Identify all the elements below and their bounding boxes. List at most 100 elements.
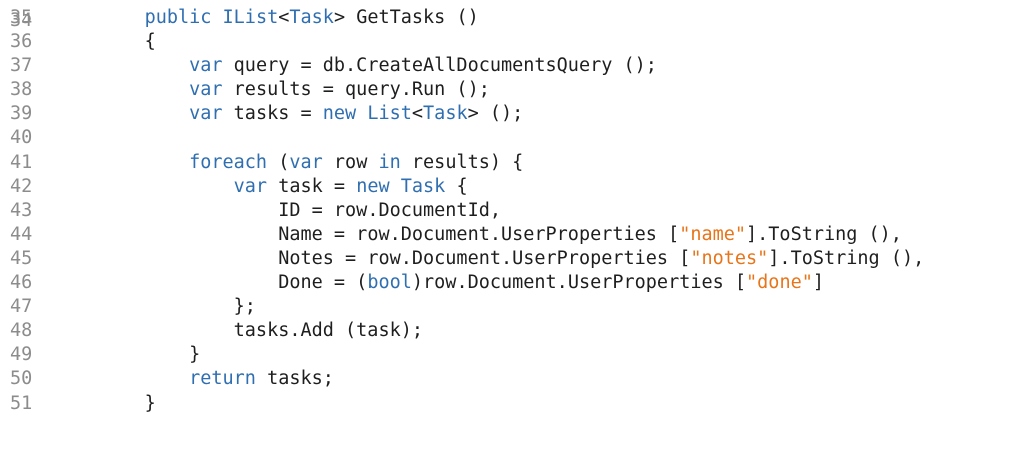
code-line: 35 public IList<Task> GetTasks () xyxy=(0,6,1024,30)
code-token: { xyxy=(144,31,156,53)
code-line: 43 ID = row.DocumentId, xyxy=(0,199,1024,223)
code-keyword: new xyxy=(356,175,390,197)
code-text[interactable]: }; xyxy=(100,295,256,319)
code-token: tasks.Add (task); xyxy=(233,320,424,342)
code-text[interactable]: } xyxy=(100,392,156,416)
line-number: 39 xyxy=(10,103,33,125)
code-line: 42 var task = new Task { xyxy=(0,175,1024,199)
code-text[interactable]: tasks.Add (task); xyxy=(100,319,423,343)
code-indent xyxy=(100,296,234,317)
code-token: query = db.CreateAllDocumentsQuery (); xyxy=(222,55,657,77)
code-indent xyxy=(100,248,278,269)
code-token: ( xyxy=(267,151,290,173)
code-line: 38 var results = query.Run (); xyxy=(0,78,1024,102)
line-number: 40 xyxy=(10,127,33,149)
code-token: Notes = row.Document.UserProperties [ xyxy=(278,247,691,269)
line-number: 38 xyxy=(10,79,33,101)
code-token: } xyxy=(144,392,156,414)
code-token: ID = row.DocumentId, xyxy=(278,199,501,221)
code-string: "name" xyxy=(679,223,747,245)
code-keyword: bool xyxy=(367,272,412,294)
code-keyword: var xyxy=(289,151,323,173)
line-number: 51 xyxy=(10,392,33,414)
code-token: Name = row.Document.UserProperties [ xyxy=(278,223,680,245)
code-line: 41 foreach (var row in results) { xyxy=(0,151,1024,175)
code-text[interactable]: } xyxy=(100,343,200,367)
code-text[interactable]: ID = row.DocumentId, xyxy=(100,199,501,223)
code-token: < xyxy=(411,103,424,125)
code-text[interactable]: var query = db.CreateAllDocumentsQuery (… xyxy=(100,54,657,78)
code-indent xyxy=(100,272,278,293)
code-indent xyxy=(100,224,278,245)
code-indent xyxy=(100,368,189,389)
code-keyword: var xyxy=(189,55,223,77)
code-keyword: foreach xyxy=(189,151,268,173)
code-indent xyxy=(100,320,234,341)
code-token: results) { xyxy=(400,151,524,173)
code-text[interactable]: var results = query.Run (); xyxy=(100,78,490,102)
line-number: 50 xyxy=(10,368,33,390)
code-indent xyxy=(100,55,189,76)
line-number: 42 xyxy=(10,175,33,197)
code-token: }; xyxy=(233,296,256,318)
code-indent xyxy=(100,79,189,100)
line-number: 41 xyxy=(10,151,33,173)
code-token: > (); xyxy=(467,103,524,125)
code-keyword: new xyxy=(322,103,357,125)
code-lines: 35 public IList<Task> GetTasks ()36 {37 … xyxy=(0,6,1024,416)
code-text[interactable]: Name = row.Document.UserProperties ["nam… xyxy=(100,223,902,247)
code-keyword: var xyxy=(189,103,223,125)
code-string: "notes" xyxy=(690,247,769,269)
code-line: 37 var query = db.CreateAllDocumentsQuer… xyxy=(0,54,1024,78)
line-number: 46 xyxy=(10,272,33,294)
code-line: 45 Notes = row.Document.UserProperties [… xyxy=(0,247,1024,271)
code-text[interactable]: foreach (var row in results) { xyxy=(100,151,523,175)
code-keyword: var xyxy=(189,79,223,101)
code-token: ].ToString (), xyxy=(768,247,925,269)
code-text[interactable]: { xyxy=(100,30,156,54)
code-token: )row.Document.UserProperties [ xyxy=(411,272,747,294)
code-indent xyxy=(100,7,145,28)
code-text[interactable]: Notes = row.Document.UserProperties ["no… xyxy=(100,247,924,271)
code-text[interactable]: Done = (bool)row.Document.UserProperties… xyxy=(100,271,824,295)
code-line: 51 } xyxy=(0,392,1024,416)
code-token: } xyxy=(189,344,201,366)
code-token: Done = ( xyxy=(278,272,368,294)
code-keyword: public xyxy=(144,7,212,28)
code-type: List xyxy=(367,103,412,125)
code-indent xyxy=(100,200,278,221)
code-token: < xyxy=(278,7,290,28)
code-line-partial: 34 xyxy=(0,0,1024,31)
code-text[interactable]: var task = new Task { xyxy=(100,175,468,199)
line-number: 34 xyxy=(10,10,33,32)
line-number: 45 xyxy=(10,247,33,269)
line-number: 43 xyxy=(10,199,33,221)
code-token: ] xyxy=(812,272,824,294)
code-token: tasks; xyxy=(255,368,334,390)
code-indent xyxy=(100,152,189,173)
code-indent xyxy=(100,31,145,52)
line-number: 35 xyxy=(10,7,33,28)
code-indent xyxy=(100,393,145,414)
code-line: 49 } xyxy=(0,343,1024,367)
line-number: 49 xyxy=(10,344,33,366)
code-line: 36 { xyxy=(0,30,1024,54)
code-token xyxy=(356,103,367,124)
line-number: 36 xyxy=(10,31,33,53)
line-number: 44 xyxy=(10,223,33,245)
code-text[interactable]: return tasks; xyxy=(100,367,334,391)
code-type: Task xyxy=(400,175,446,197)
line-number: 37 xyxy=(10,55,33,77)
code-token xyxy=(211,7,222,28)
code-type: IList xyxy=(222,7,279,28)
code-token: ].ToString (), xyxy=(746,223,902,245)
line-number: 47 xyxy=(10,296,33,318)
code-token xyxy=(390,176,401,197)
code-token: row xyxy=(322,151,379,173)
code-line: 44 Name = row.Document.UserProperties ["… xyxy=(0,223,1024,247)
code-text[interactable]: var tasks = new List<Task> (); xyxy=(100,102,523,126)
code-text[interactable]: public IList<Task> GetTasks () xyxy=(100,6,479,30)
code-keyword: var xyxy=(233,175,268,197)
code-token: results = query.Run (); xyxy=(222,79,490,101)
